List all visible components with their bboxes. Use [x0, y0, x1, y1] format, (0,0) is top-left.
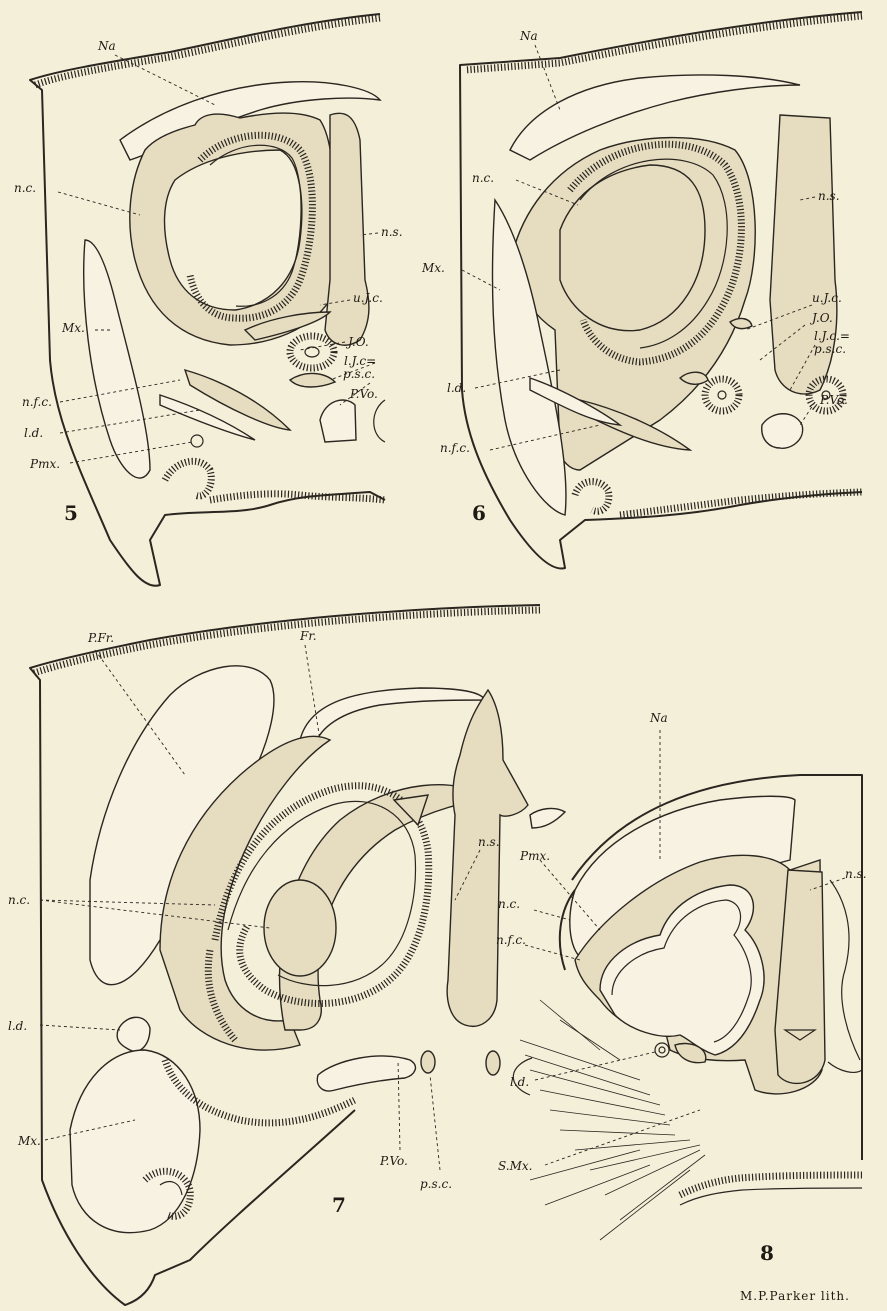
fig5-premaxilla	[191, 435, 203, 447]
fig5-nasal-capsule	[130, 113, 335, 345]
fig5-label-ljc: l.J.c=	[344, 354, 376, 368]
fig8-number: 8	[760, 1241, 774, 1265]
fig6-jacobson-organ-left	[705, 379, 739, 411]
fig7-number: 7	[332, 1193, 346, 1217]
fig6-label-ujc: u.J.c.	[812, 291, 842, 305]
fig6-label-nc: n.c.	[472, 171, 494, 185]
fig7-palatine-spot	[421, 1051, 435, 1073]
fig7-label-nc: n.c.	[8, 893, 30, 907]
fig6-skin-inner	[465, 16, 862, 70]
lithographer-credit: M.P.Parker lith.	[740, 1289, 850, 1303]
fig7-nasal-septum	[447, 690, 528, 1026]
fig5-label-mx: Mx.	[61, 321, 85, 335]
fig5-jacobson-organ	[290, 336, 334, 368]
fig5-label-na: Na	[97, 39, 116, 53]
fig6-label-pvo: P.Vo.	[819, 393, 848, 407]
fig5-skin-inner	[35, 18, 380, 85]
fig8-label-na: Na	[649, 711, 668, 725]
fig6-label-na: Na	[519, 29, 538, 43]
fig5-label-ujc: u.J.c.	[353, 291, 383, 305]
fig5-nasal-septum	[325, 113, 369, 345]
fig7-label-psc: p.s.c.	[420, 1177, 452, 1191]
fig8-lachrymal-duct	[655, 1043, 669, 1057]
figure-7: P.Fr. Fr. n.s. n.c. l.d. Mx. P.Vo. p.s.c…	[8, 605, 565, 1305]
fig7-label-fr: Fr.	[299, 629, 317, 643]
fig5-label-psc: p.s.c.	[343, 367, 375, 381]
fig7-label-pfr: P.Fr.	[87, 631, 114, 645]
fig5-label-pvo: P.Vo.	[349, 387, 378, 401]
fig8-lower-line	[680, 1188, 862, 1205]
fig7-frontal-bone	[300, 688, 485, 745]
fig5-tooth-germ	[165, 461, 211, 496]
fig6-label-nfc: n.f.c.	[440, 441, 470, 455]
fig8-ld-lumen	[659, 1047, 665, 1053]
fig5-prevomer	[320, 400, 356, 442]
fig7-label-mx: Mx.	[17, 1134, 41, 1148]
fig5-label-nfc: n.f.c.	[22, 395, 52, 409]
fig6-label-jo: J.O.	[809, 311, 833, 325]
figure-5: Na n.c. n.s. u.J.c. J.O. l.J.c= p.s.c. P…	[14, 14, 403, 586]
fig7-maxilla	[70, 1050, 200, 1233]
fig6-number: 6	[472, 501, 486, 525]
fig7-label-ns: n.s.	[478, 835, 500, 849]
fig8-septum-right	[828, 880, 862, 1072]
fig7-lachrymal-duct	[117, 1017, 150, 1051]
figure-6: Na n.c. n.s. Mx. u.J.c. J.O. l.J.c.= p.s…	[421, 12, 862, 568]
fig5-lower-jacobson-cartilage	[290, 373, 335, 387]
fig6-label-ns: n.s.	[818, 189, 840, 203]
fig6-palate-epithelium	[620, 492, 862, 515]
fig7-concha	[264, 880, 336, 976]
figure-8: Na Pmx. n.c. n.s. n.f.c. l.d. S.Mx. 8	[496, 711, 867, 1265]
fig8-label-nfc: n.f.c.	[496, 933, 526, 947]
fig6-jo-lumen-left	[718, 391, 726, 399]
fig7-spot-right	[486, 1051, 500, 1075]
fig7-prevomer	[317, 1056, 415, 1091]
fig8-label-ld: l.d.	[510, 1075, 529, 1089]
fig7-label-pvo: P.Vo.	[379, 1154, 408, 1168]
fig5-label-pmx: Pmx.	[29, 457, 60, 471]
fig6-label-ld: l.d.	[447, 381, 466, 395]
fig5-label-ld: l.d.	[24, 426, 43, 440]
fig6-prevomer	[762, 414, 803, 449]
fig8-label-nc: n.c.	[498, 897, 520, 911]
fig6-tooth-germ	[575, 482, 609, 512]
fig6-label-ljc: l.J.c.=	[814, 329, 850, 343]
fig8-label-pmx: Pmx.	[519, 849, 550, 863]
fig8-lower-epithelium	[680, 1175, 862, 1195]
fig5-label-ns: n.s.	[381, 225, 403, 239]
fig7-septum-wing	[530, 808, 565, 828]
fig5-epithelium-inner	[210, 145, 301, 306]
fig6-label-mx: Mx.	[421, 261, 445, 275]
fig5-number: 5	[64, 501, 78, 525]
fig5-label-nc: n.c.	[14, 181, 36, 195]
fig5-label-jo: J.O.	[345, 335, 369, 349]
fig8-label-smx: S.Mx.	[498, 1159, 532, 1173]
fig6-label-psc: p.s.c.	[814, 342, 846, 356]
fig7-label-ld: l.d.	[8, 1019, 27, 1033]
fig5-prevomer-right	[374, 400, 385, 442]
fig8-label-ns: n.s.	[845, 867, 867, 881]
